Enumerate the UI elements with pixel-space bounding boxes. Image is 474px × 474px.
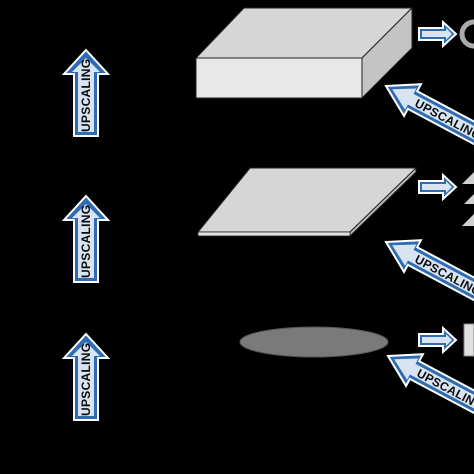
left-upscaling-arrow-bottom: UPSCALING xyxy=(61,332,111,421)
upscaling-label: UPSCALING xyxy=(79,205,93,278)
cropped-cube-shape xyxy=(463,323,474,357)
flat-disc-shape xyxy=(239,326,389,358)
thin-plate-shape xyxy=(196,166,418,238)
right-arrow-middle xyxy=(418,172,458,202)
cropped-stacked-plates-shape xyxy=(462,172,474,226)
left-upscaling-arrow-top: UPSCALING xyxy=(61,48,111,137)
right-arrow-bottom xyxy=(418,325,458,355)
left-upscaling-arrow-middle: UPSCALING xyxy=(61,194,111,283)
cropped-ring-shape xyxy=(459,19,474,49)
upscaling-label: UPSCALING xyxy=(79,343,93,416)
upscaling-label: UPSCALING xyxy=(79,59,93,132)
thick-slab-shape xyxy=(194,6,414,100)
right-arrow-top xyxy=(418,19,458,49)
